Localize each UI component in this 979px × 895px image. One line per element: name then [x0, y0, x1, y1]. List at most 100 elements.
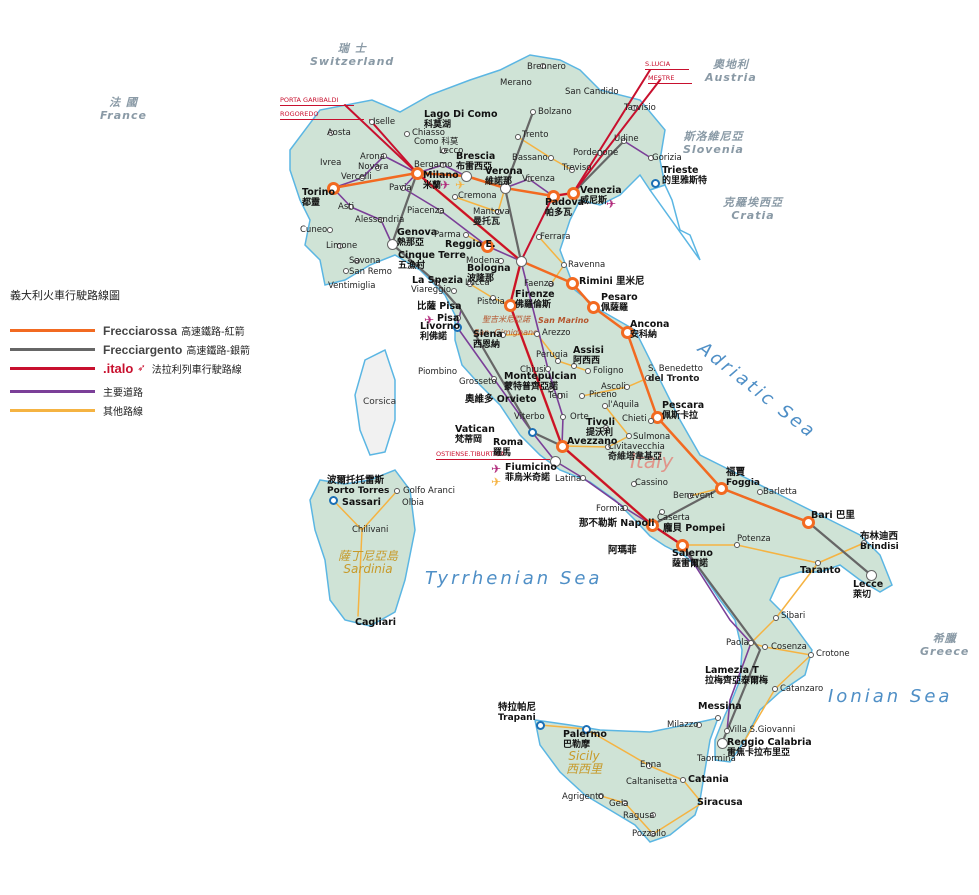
city-name: Cuneo [300, 225, 328, 235]
station-marker-faenza [548, 281, 554, 287]
city-name-secondary: 萊切 [853, 590, 872, 600]
city-name: Ragusa [623, 811, 655, 821]
city-label-chieti: Chieti [622, 414, 647, 424]
city-label-avezzano: Avezzano [567, 437, 617, 447]
city-name: Chiusi [520, 365, 546, 375]
station-marker-treviso [569, 167, 575, 173]
station-marker-montepulcian [548, 386, 554, 392]
croatia-coast [648, 184, 701, 261]
legend-line [10, 390, 95, 393]
city-name: Torino [302, 187, 335, 198]
city-name: Paola [726, 638, 749, 648]
legend-desc: 高速鐵路-銀箭 [186, 346, 250, 357]
city-name: Trento [522, 130, 549, 140]
italo-hare-icon: ➶ [137, 363, 146, 374]
station-marker-mantova [495, 209, 501, 215]
city-name-secondary: 安科納 [630, 330, 658, 340]
city-name: Piacenza [407, 206, 445, 216]
city-name: Barletta [763, 487, 797, 497]
station-marker-limone [337, 243, 343, 249]
city-name: Lamezia T [705, 665, 759, 676]
city-label-cremona: Cremona [458, 191, 497, 201]
legend-line [10, 348, 95, 351]
city-name: Brescia [456, 151, 496, 162]
station-marker-san-remo [343, 268, 349, 274]
city-label-arezzo: Arezzo [542, 328, 570, 338]
country-zh: 法 國 [109, 96, 138, 109]
city-name: Fiumicino [505, 462, 557, 473]
city-name-secondary: 帕多瓦 [545, 208, 573, 218]
station-marker-aosta [328, 130, 334, 136]
city-name: Reggio E. [445, 239, 496, 250]
station-marker-novara [375, 165, 381, 171]
san-gimignano-zh: 聖吉米尼亞諾 [481, 315, 530, 324]
city-label-bari: Bari 巴里 [811, 511, 855, 521]
city-label-aosta: Aosta [327, 128, 351, 138]
station-marker-latina [580, 475, 586, 481]
city-label-modena: Modena [466, 256, 500, 266]
station-marker-chieti [648, 418, 654, 424]
city-label-la-spezia: La Spezia [412, 276, 463, 286]
station-marker-ancona [620, 325, 634, 339]
city-name-secondary: 維諾那 [485, 177, 513, 187]
station-marker-grosseto [491, 376, 497, 382]
city-label-arona: Arona [360, 152, 385, 162]
station-marker-ferrara [536, 234, 542, 240]
city-name: Piombino [418, 367, 458, 377]
city-name: Ventimiglia [328, 281, 376, 291]
station-marker-brescia [460, 170, 472, 182]
station-marker-vicenza [526, 176, 532, 182]
legend-line [10, 329, 95, 332]
city-label-villa-s-giovanni: Villa S.Giovanni [729, 725, 795, 735]
legend-desc: 法拉利列車行駛路線 [151, 365, 242, 376]
city-name: Sassari [342, 497, 381, 508]
station-marker-asti [348, 204, 354, 210]
station-marker-pavia [400, 185, 406, 191]
station-marker-pesaro [586, 300, 600, 314]
city-name: Terni [548, 391, 569, 401]
city-name-secondary: 的里雅斯特 [662, 176, 708, 186]
station-marker-venezia [566, 186, 580, 200]
station-marker-piacenza [438, 208, 444, 214]
city-label-taormina: Taormina [697, 754, 736, 764]
station-marker-villa-s-giovanni [724, 728, 730, 734]
city-label-golfo-aranci: Golfo Aranci [403, 486, 455, 496]
city-name: Novara [358, 162, 389, 172]
city-name: Assisi [573, 345, 604, 356]
city-name: San Candido [565, 87, 619, 97]
city-name: Roma [493, 437, 524, 448]
city-label-latina: Latina [555, 474, 581, 484]
city-name: Udine [614, 134, 639, 144]
city-label-napoli: 那不勒斯 Napoli [579, 519, 655, 529]
city-label-pordenone: Pordenone [573, 148, 618, 158]
city-name: Ivrea [320, 158, 342, 168]
city-name: Pozzallo [632, 829, 667, 839]
city-name: Cagliari [355, 617, 397, 628]
station-marker-iselle [369, 119, 375, 125]
city-name: Salerno [672, 548, 713, 559]
station-marker-bassano [548, 155, 554, 161]
label-amalfi: 阿瑪菲 [608, 545, 637, 556]
city-name: Crotone [816, 649, 850, 659]
city-name: Agrigento [562, 792, 604, 802]
city-name-secondary: Trapani [498, 713, 536, 723]
sardinia-en: Sardinia [343, 562, 393, 576]
city-name: Gorizia [652, 153, 682, 163]
station-marker-pisa [455, 315, 461, 321]
san-gimignano-en: San- Gimignano [474, 328, 538, 337]
station-marker-enna [646, 763, 652, 769]
station-marker-barletta [757, 489, 763, 495]
city-label-enna: Enna [640, 760, 661, 770]
